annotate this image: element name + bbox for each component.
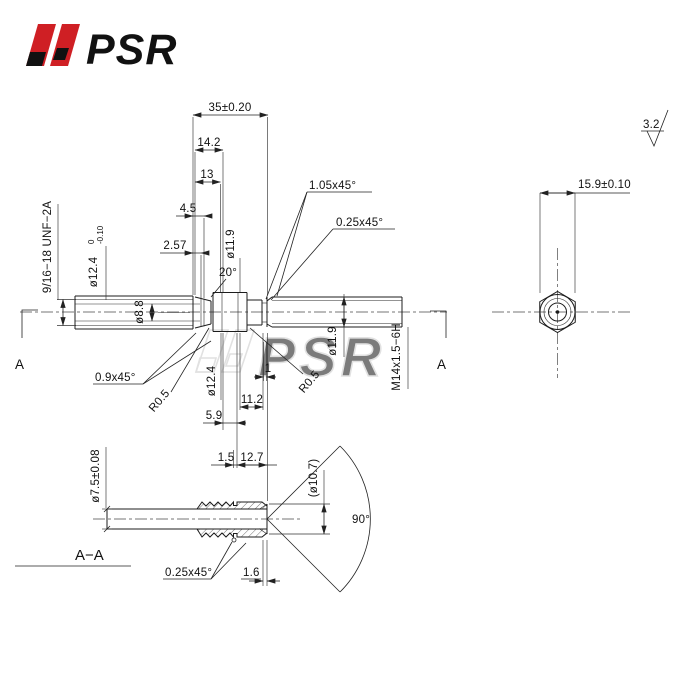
dim-45-label: 4.5 xyxy=(180,203,197,215)
dia-88-label: ø8.8 xyxy=(134,300,146,324)
chamfer-09-label: 0.9x45° xyxy=(95,372,136,384)
dim-13-label: 13 xyxy=(200,169,213,181)
end-view: 15.9±0.10 xyxy=(492,179,632,378)
part-outline-taper xyxy=(194,296,212,329)
chamfer-105-label: 1.05x45° xyxy=(309,180,356,192)
thread-callout-left: 9/16−18 UNF−2A xyxy=(42,201,59,300)
angle-20-label: 20° xyxy=(219,267,237,279)
dimension-15-127: 1.5 12.7 xyxy=(211,452,277,468)
thread-right-label: M14x1.5−6H xyxy=(391,323,403,391)
watermark-logo: PSR xyxy=(194,324,385,389)
dia-107-label: (ø10.7) xyxy=(308,459,320,497)
dia-119-left-callout: ø11.9 xyxy=(225,229,241,292)
section-marker-left-label: A xyxy=(15,357,24,372)
dim-112-label: 11.2 xyxy=(241,394,263,406)
chamfer-025-top-label: 0.25x45° xyxy=(336,217,383,229)
section-title: A−A xyxy=(15,547,131,567)
dia-119-left-label: ø11.9 xyxy=(225,229,237,259)
dim-1-label: 1 xyxy=(265,363,272,375)
dimension-dia-88: ø8.8 xyxy=(134,300,190,324)
section-title-label: A−A xyxy=(75,547,104,564)
dimension-1: 1 xyxy=(254,342,276,381)
section-marker-right-label: A xyxy=(437,357,446,372)
section-marker-right: A xyxy=(430,310,447,372)
part-outline-right xyxy=(266,296,403,328)
surface-finish-value: 3.2 xyxy=(643,119,660,131)
tol-upper: 0 xyxy=(87,239,96,244)
dim-16-label: 1.6 xyxy=(243,567,260,579)
dim-159-label: 15.9±0.10 xyxy=(578,179,631,191)
dim-15-label: 1.5 xyxy=(218,452,235,464)
dim-35-label: 35±0.20 xyxy=(209,102,252,114)
main-view: 35±0.20 14.2 13 4.5 2.57 9/16−18 UNF−2A xyxy=(15,102,447,501)
dimension-11-2: 11.2 xyxy=(239,394,264,410)
part-outline-groove xyxy=(247,299,267,326)
chamfer-025-bottom-label: 0.25x45° xyxy=(165,567,212,579)
dimension-13: 13 xyxy=(194,169,221,185)
dia-119-right-label: ø11.9 xyxy=(327,326,339,356)
dia-107-dim: (ø10.7) xyxy=(269,459,330,535)
dim-257-label: 2.57 xyxy=(163,240,186,252)
dimension-14-2: 14.2 xyxy=(194,137,224,153)
thread-left-label: 9/16−18 UNF−2A xyxy=(42,201,54,293)
brand-logo: PSR xyxy=(26,24,177,74)
chamfer-025-bottom-callout: 0.25x45° xyxy=(163,537,247,580)
part-outline-left xyxy=(74,295,200,330)
chamfer-025-top-callout: 0.25x45° xyxy=(270,217,395,301)
chamfer-09-callout: 0.9x45° xyxy=(93,332,212,385)
section-marker-left: A xyxy=(15,309,38,372)
dia-124-left-label: ø12.4 xyxy=(88,256,100,287)
dimension-5-9: 5.9 xyxy=(203,410,246,426)
dimension-1-6: 1.6 xyxy=(241,540,280,586)
surface-finish-symbol: 3.2 xyxy=(641,109,669,148)
tol-lower: -0.10 xyxy=(96,225,105,244)
extension-lines xyxy=(192,117,268,501)
dia-75-label: ø7.5±0.08 xyxy=(90,449,102,503)
dimension-2-57: 2.57 xyxy=(160,240,210,256)
angle-20-callout: 20° xyxy=(210,267,237,298)
watermark-text: PSR xyxy=(258,325,385,388)
dia-119-right-dim: ø11.9 xyxy=(327,294,347,357)
r05-left-label: R0.5 xyxy=(147,388,172,415)
angle-90-dim: 90° xyxy=(266,445,371,593)
dim-127-label: 12.7 xyxy=(240,452,263,464)
dim-59-label: 5.9 xyxy=(206,410,223,422)
dia-124-tolerance: ø12.4 0 -0.10 xyxy=(57,225,107,326)
dia-75-dim: ø7.5±0.08 xyxy=(90,447,112,533)
dimension-35: 35±0.20 xyxy=(192,102,269,118)
dim-142-label: 14.2 xyxy=(197,137,220,149)
dia-124-mid-label: ø12.4 xyxy=(206,365,218,396)
angle-90-label: 90° xyxy=(352,514,370,526)
dia-124-mid-callout: ø12.4 xyxy=(206,333,222,400)
brand-text: PSR xyxy=(86,26,177,74)
chamfer-105-callout: 1.05x45° xyxy=(265,180,372,300)
thread-callout-right: M14x1.5−6H xyxy=(391,323,409,391)
dimension-4-5: 4.5 xyxy=(176,203,213,219)
dimension-15-9: 15.9±0.10 xyxy=(539,179,631,196)
section-view: 90° (ø10.7) ø7.5±0.08 0.25x45° xyxy=(15,445,371,593)
